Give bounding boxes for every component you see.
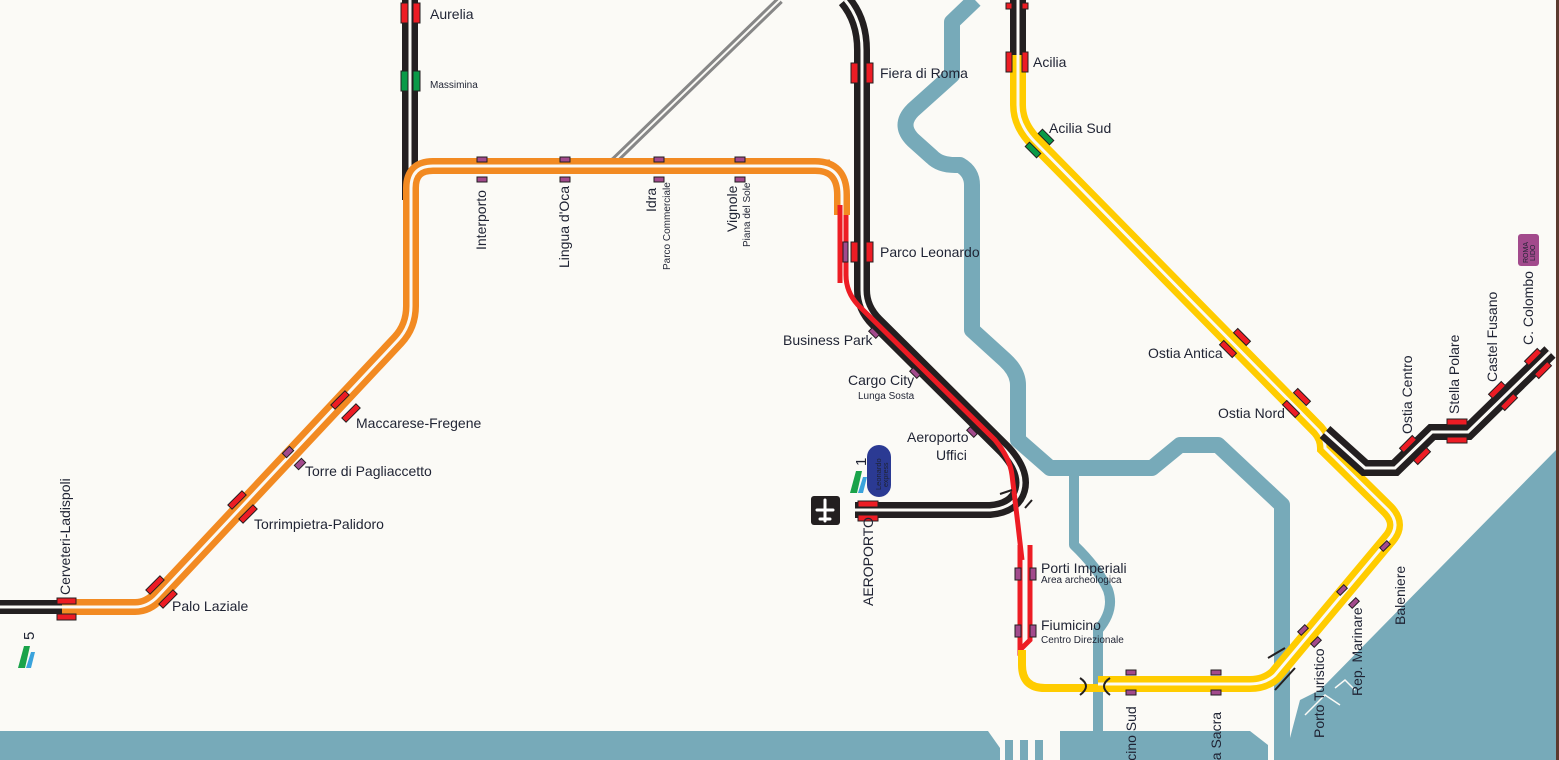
sea [0, 731, 1000, 760]
station-castel-fusano[interactable]: Castel Fusano [1484, 292, 1500, 382]
station-maccarese-fregene[interactable]: Maccarese-Fregene [356, 415, 481, 431]
station-rep-marinare[interactable]: Rep. Marinare [1349, 607, 1365, 696]
station-porto-turistico[interactable]: Porto Turistico [1311, 648, 1327, 738]
station-ostia-centro[interactable]: Ostia Centro [1399, 355, 1415, 434]
station-torre-di-pagliaccetto[interactable]: Torre di Pagliaccetto [305, 463, 432, 479]
station-porti-imperiali-sub: Area archeologica [1041, 575, 1122, 586]
leonardo-express-line1: Leonardo [874, 458, 883, 490]
harbour-piers [1304, 678, 1356, 716]
fr-logo-icon [18, 646, 30, 668]
station-isola-sacra[interactable]: Isola Sacra [1208, 712, 1224, 760]
lido-line [1010, 0, 1403, 692]
roma-lido-line1: ROMA [1523, 242, 1530, 263]
station-acilia-sud[interactable]: Acilia Sud [1049, 120, 1111, 136]
sea-fiumicino [1060, 731, 1268, 760]
station-lingua-d-oca[interactable]: Lingua d'Oca [556, 186, 572, 268]
grey-line [560, 0, 783, 170]
station-cargo-city-sub: Lunga Sosta [858, 391, 915, 402]
metro-red-line [837, 205, 1033, 657]
station-interporto[interactable]: Interporto [473, 190, 489, 250]
station-fiera-di-roma[interactable]: Fiera di Roma [880, 65, 968, 81]
station-stella-polare[interactable]: Stella Polare [1446, 334, 1462, 414]
fl5-line [0, 158, 850, 615]
station-business-park[interactable]: Business Park [783, 332, 873, 348]
station-aeroporto[interactable]: AEROPORTO [860, 517, 876, 606]
leonardo-express-badge[interactable]: Leonardo express [867, 445, 891, 497]
fr1-badge: 1 [850, 458, 870, 493]
roma-lido-badge[interactable]: ROMA LIDO [1518, 234, 1539, 266]
station-porti-imperiali[interactable]: Porti Imperiali [1041, 560, 1127, 576]
station-vignole[interactable]: Vignole [724, 185, 740, 232]
fr5-number: 5 [21, 632, 38, 640]
station-aeroporto-uffici-1[interactable]: Aeroporto [907, 429, 969, 445]
airplane-icon [811, 496, 840, 525]
roma-lido-line2: LIDO [1530, 244, 1537, 261]
sea-ostia [1290, 450, 1556, 760]
fr-logo-icon [850, 471, 862, 493]
station-idra-sub: Parco Commerciale [662, 182, 673, 270]
bridges [999, 489, 1296, 696]
station-ostia-nord[interactable]: Ostia Nord [1218, 405, 1285, 421]
station-parco-leonardo[interactable]: Parco Leonardo [880, 244, 980, 260]
station-cargo-city[interactable]: Cargo City [848, 372, 914, 388]
leonardo-express-line2: express [883, 462, 890, 487]
station-c-colombo[interactable]: C. Colombo [1520, 271, 1536, 345]
station-massimina[interactable]: Massimina [430, 80, 478, 91]
station-fiumicino-sub: Centro Direzionale [1041, 635, 1124, 646]
canale-fiumicino [1069, 468, 1115, 740]
station-acilia[interactable]: Acilia [1033, 54, 1067, 70]
water [897, 0, 1290, 760]
roma-lido-line [1319, 346, 1556, 476]
station-ostia-antica[interactable]: Ostia Antica [1148, 345, 1223, 361]
frame-edge [1556, 0, 1559, 760]
fr1-number: 1 [853, 458, 870, 466]
station-baleniere[interactable]: Baleniere [1392, 566, 1408, 625]
station-cerveteri-ladispoli[interactable]: Cerveteri-Ladispoli [57, 478, 73, 595]
station-aeroporto-uffici-2: Uffici [936, 447, 967, 463]
station-idra[interactable]: Idra [643, 188, 659, 212]
station-fiumicino[interactable]: Fiumicino [1041, 617, 1101, 633]
station-markers [56, 2, 1553, 696]
station-torrimpietra-palidoro[interactable]: Torrimpietra-Palidoro [254, 516, 384, 532]
fr5-badge: 5 [18, 632, 38, 668]
station-palo-laziale[interactable]: Palo Laziale [172, 598, 248, 614]
station-aurelia[interactable]: Aurelia [430, 6, 474, 22]
river-tevere [897, 0, 1290, 760]
station-fiumicino-sud[interactable]: Fiumicino Sud [1123, 706, 1139, 760]
station-vignole-sub: Piana del Sole [742, 182, 753, 247]
